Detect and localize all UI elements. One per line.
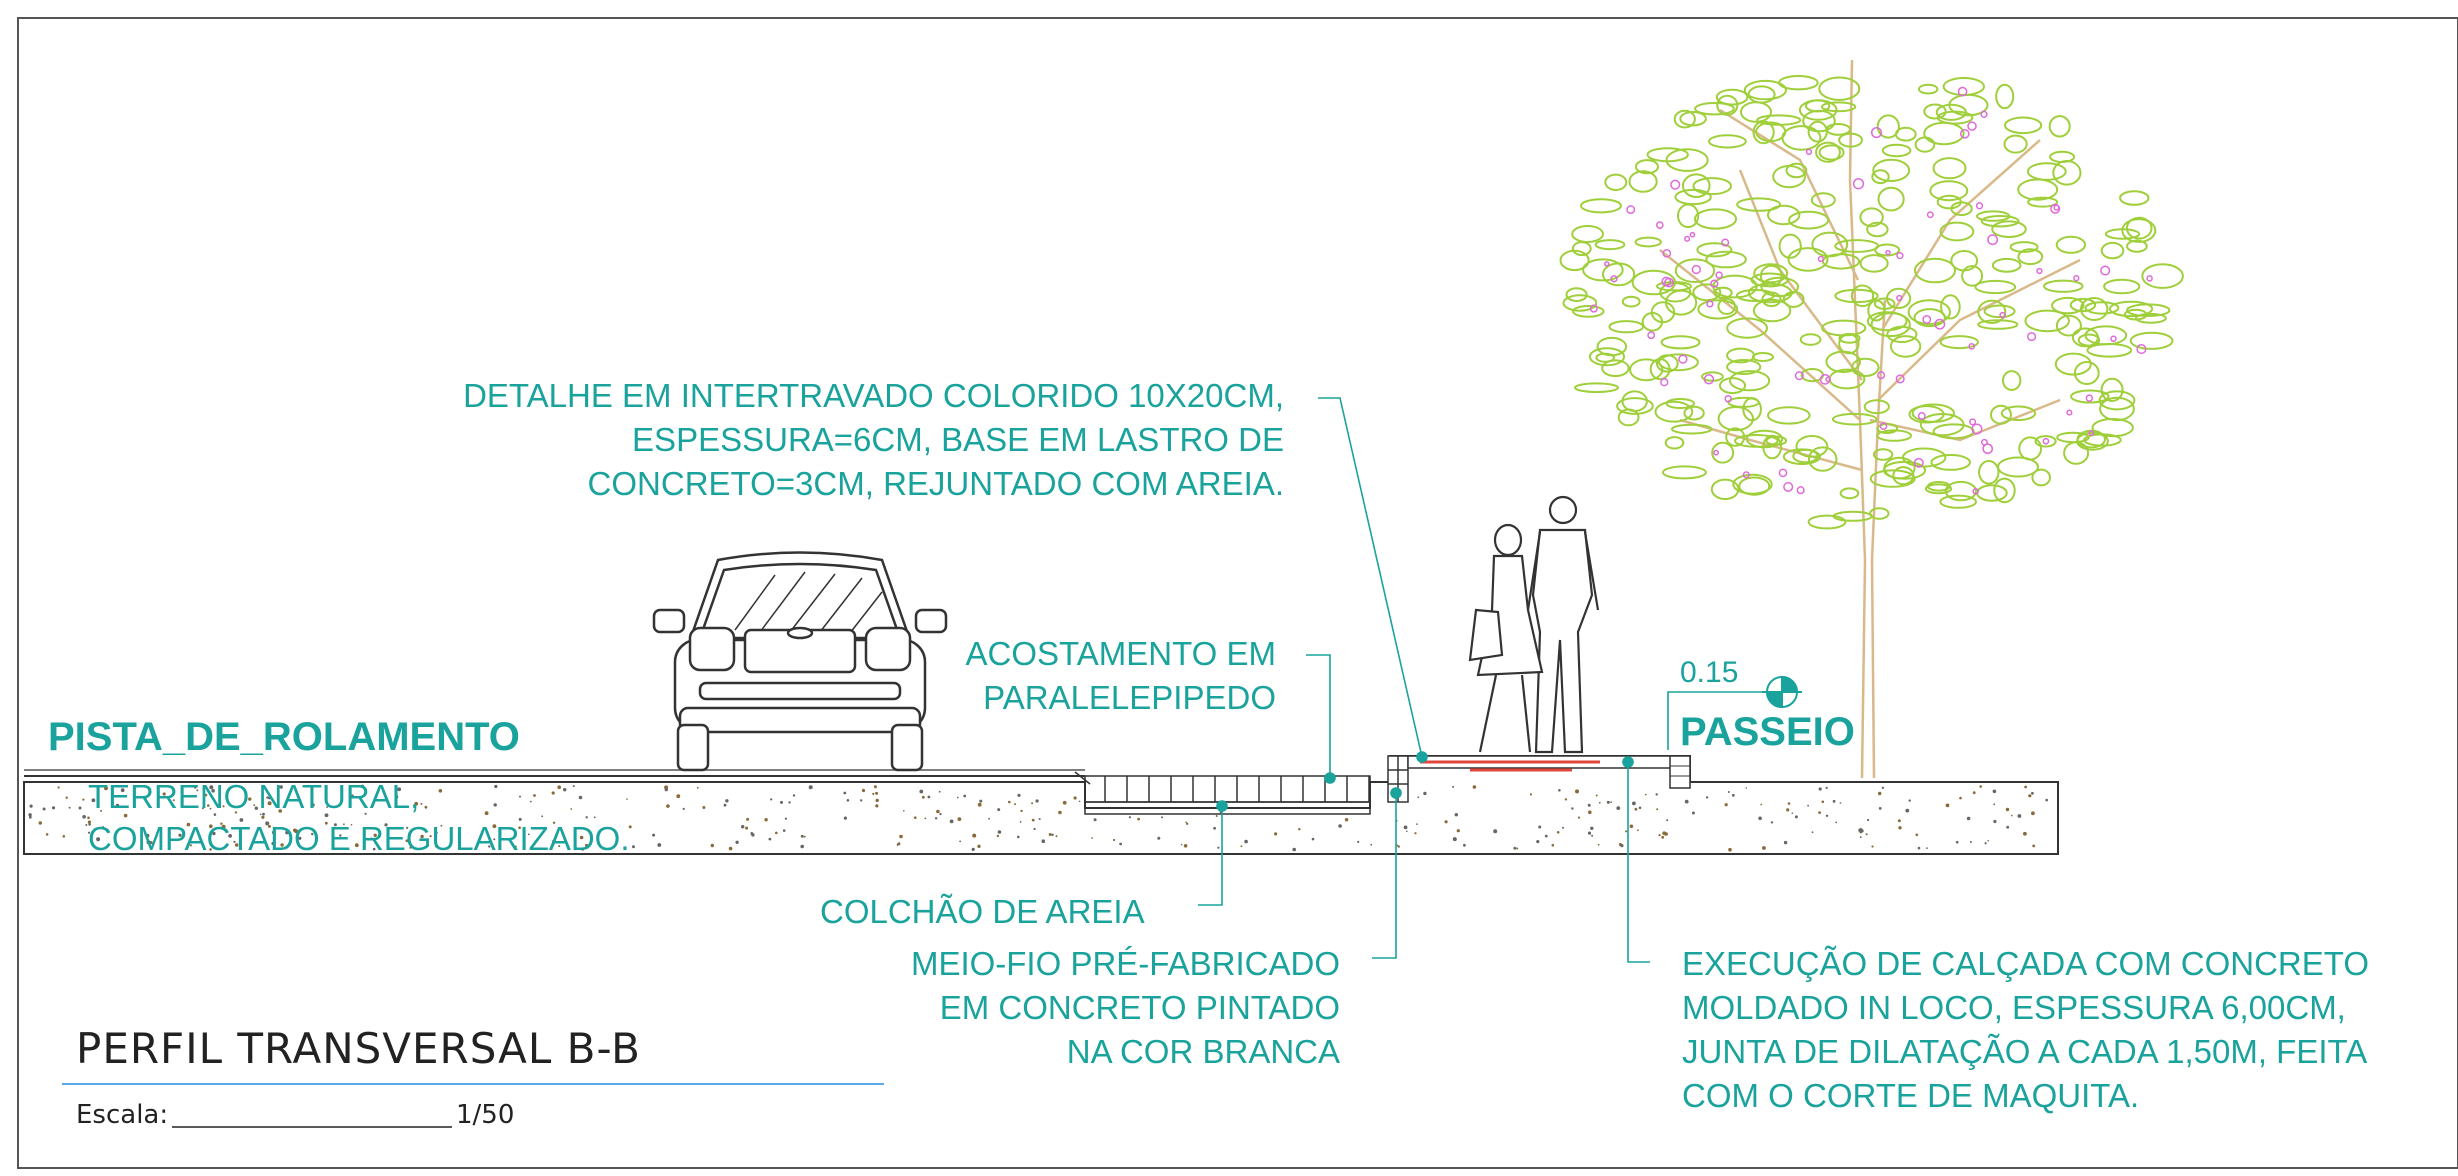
detalhe-line-1: DETALHE EM INTERTRAVADO COLORIDO 10X20CM… (463, 377, 1284, 414)
execucao-line-3: JUNTA DE DILATAÇÃO A CADA 1,50M, FEITA (1682, 1033, 2368, 1070)
execucao-line-1: EXECUÇÃO DE CALÇADA COM CONCRETO (1682, 945, 2370, 982)
tree-foliage (1559, 75, 2184, 530)
tree-icon (1559, 59, 2184, 779)
terreno-line-1: TERRENO NATURAL, (88, 778, 420, 815)
couple-icon (1468, 495, 1600, 754)
sheet-border (17, 17, 2458, 1169)
detalhe-line-3: CONCRETO=3CM, REJUNTADO COM AREIA. (587, 465, 1284, 502)
meiofio-line-2: EM CONCRETO PINTADO (939, 989, 1340, 1026)
car-icon (652, 551, 948, 772)
terreno-line-2: COMPACTADO E REGULARIZADO. (88, 820, 630, 857)
sidewalk (1407, 755, 1691, 789)
acostamento-line-2: PARALELEPIPEDO (983, 679, 1276, 716)
execucao-line-4: COM O CORTE DE MAQUITA. (1682, 1077, 2140, 1114)
level-marker-icon (1762, 675, 1802, 709)
level-value: 0.15 (1680, 656, 1739, 689)
drawing-title: PERFIL TRANSVERSAL B-B (76, 1024, 641, 1073)
scale-value: 1/50 (456, 1100, 515, 1130)
meiofio-line-1: MEIO-FIO PRÉ-FABRICADO (910, 945, 1340, 982)
detalhe-label: DETALHE EM INTERTRAVADO COLORIDO 10X20CM… (463, 374, 1284, 506)
meiofio-label: MEIO-FIO PRÉ-FABRICADO EM CONCRETO PINTA… (911, 942, 1340, 1074)
passeio-label: PASSEIO (1680, 710, 1855, 754)
execucao-line-2: MOLDADO IN LOCO, ESPESSURA 6,00CM, (1682, 989, 2346, 1026)
terreno-label: TERRENO NATURAL, COMPACTADO E REGULARIZA… (88, 776, 630, 860)
scale-label: Escala: (76, 1100, 169, 1130)
meiofio-line-3: NA COR BRANCA (1066, 1033, 1340, 1070)
detalhe-line-2: ESPESSURA=6CM, BASE EM LASTRO DE (632, 421, 1284, 458)
pista-label: PISTA_DE_ROLAMENTO (48, 715, 520, 759)
acostamento-label: ACOSTAMENTO EM PARALELEPIPEDO (966, 632, 1276, 720)
leader-lines (1198, 397, 1782, 963)
soil-speckles (28, 784, 2048, 852)
execucao-label: EXECUÇÃO DE CALÇADA COM CONCRETO MOLDADO… (1682, 942, 2369, 1118)
colchao-label: COLCHÃO DE AREIA (820, 893, 1145, 930)
acostamento-line-1: ACOSTAMENTO EM (965, 635, 1276, 672)
paralelepipedo-shoulder (1084, 775, 1371, 815)
